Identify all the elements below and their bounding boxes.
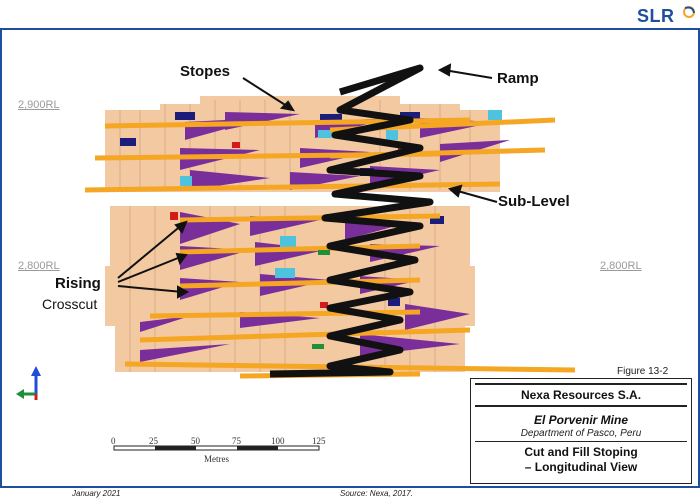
- slr-logo: SLR: [637, 4, 697, 28]
- longitudinal-section-diagram: [16, 63, 576, 451]
- lower-stope-block: [105, 206, 576, 379]
- logo-text: SLR: [637, 6, 675, 26]
- right-border: [698, 28, 700, 488]
- footer-source: Source: Nexa, 2017.: [340, 489, 413, 498]
- mine-name: El Porvenir Mine: [533, 413, 629, 427]
- scale-unit: Metres: [204, 454, 229, 464]
- scale-tick-0: 0: [111, 436, 116, 446]
- scale-tick-75: 75: [232, 436, 241, 446]
- axis-indicator-icon: [16, 366, 41, 400]
- label-sub-level: Sub-Level: [498, 193, 570, 210]
- bottom-border: [0, 486, 700, 488]
- label-ramp: Ramp: [497, 70, 539, 87]
- title-block: Nexa Resources S.A. El Porvenir Mine Dep…: [470, 378, 692, 484]
- label-crosscut: Crosscut: [42, 296, 98, 312]
- scale-tick-25: 25: [149, 436, 158, 446]
- footer-date: January 2021: [72, 489, 121, 498]
- company-name: Nexa Resources S.A.: [475, 383, 687, 407]
- scale-tick-100: 100: [271, 436, 285, 446]
- department: Department of Pasco, Peru: [520, 428, 642, 439]
- label-rising: Rising: [55, 275, 101, 292]
- callout-arrows: [117, 63, 498, 299]
- logo-swirl-icon: [683, 6, 695, 18]
- title-separator: [475, 441, 687, 442]
- scale-tick-125: 125: [312, 436, 326, 446]
- rl-2800-right-label: 2,800RL: [600, 260, 642, 272]
- upper-stope-block: [84, 96, 556, 193]
- figure-title-line2: – Longitudinal View: [524, 460, 638, 474]
- scale-bar: [113, 445, 320, 451]
- figure-title-line1: Cut and Fill Stoping: [524, 445, 638, 459]
- scale-tick-50: 50: [191, 436, 200, 446]
- rl-2900-label: 2,900RL: [18, 99, 60, 111]
- left-border: [0, 28, 2, 488]
- top-border: [0, 28, 700, 30]
- ramp-spiral: [269, 64, 434, 378]
- label-stopes: Stopes: [180, 63, 231, 80]
- figure-number: Figure 13-2: [617, 366, 669, 377]
- rl-2800-left-label: 2,800RL: [18, 260, 60, 272]
